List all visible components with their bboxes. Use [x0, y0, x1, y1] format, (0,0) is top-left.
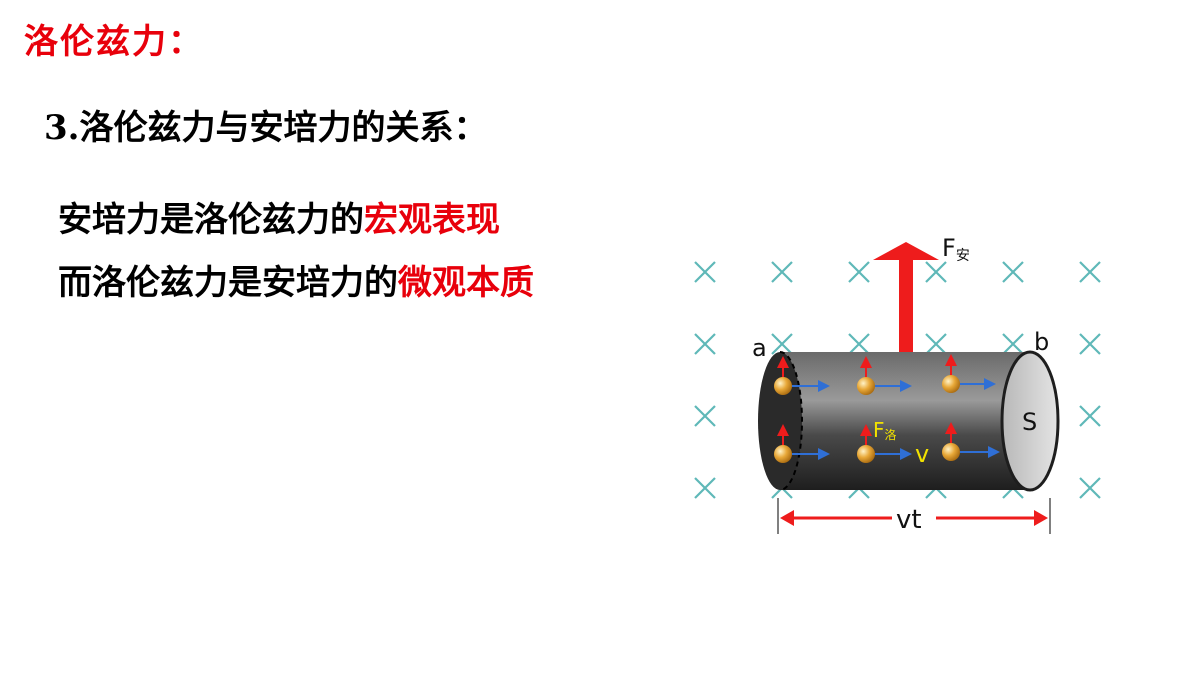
- cross-icon: [694, 477, 716, 499]
- line1-highlight: 宏观表现: [364, 200, 500, 240]
- cross-icon: [1002, 333, 1024, 355]
- conductor-diagram-svg: F安 a b S F洛 v vt: [694, 234, 1101, 535]
- section-heading: 3.洛伦兹力与安培力的关系：: [44, 108, 488, 148]
- body-line-micro: 而洛伦兹力是安培力的微观本质: [58, 255, 534, 304]
- cross-icon: [925, 333, 947, 355]
- cross-section-label: S: [1022, 408, 1037, 436]
- ampere-force-arrow: [873, 242, 939, 352]
- length-label: vt: [896, 505, 922, 535]
- length-arrow: [777, 498, 1051, 534]
- cross-section-face: [1000, 350, 1060, 492]
- lorentz-force-label: F洛: [873, 418, 897, 442]
- charge-particle: [774, 356, 830, 395]
- moving-charges: [774, 354, 1000, 463]
- body-line-macro: 安培力是洛伦兹力的宏观表现: [58, 192, 500, 241]
- cross-icon: [1079, 405, 1101, 427]
- charge-particle: [942, 422, 1000, 461]
- cross-icon: [848, 333, 870, 355]
- cross-icon: [694, 333, 716, 355]
- cross-icon: [771, 261, 793, 283]
- cross-icon: [925, 261, 947, 283]
- cross-icon: [1002, 261, 1024, 283]
- magnetic-field-crosses: [694, 261, 1101, 499]
- charge-particle: [942, 354, 996, 393]
- cross-icon: [848, 261, 870, 283]
- cross-icon: [771, 333, 793, 355]
- line2-prefix: 而洛伦兹力是安培力的: [58, 263, 398, 303]
- line1-prefix: 安培力是洛伦兹力的: [58, 200, 364, 240]
- cross-icon: [1079, 333, 1101, 355]
- cross-icon: [1079, 261, 1101, 283]
- conductor-cylinder: [758, 350, 1060, 492]
- slide-title: 洛伦兹力：: [24, 22, 204, 62]
- velocity-label: v: [915, 440, 929, 468]
- charge-particle: [857, 356, 912, 395]
- end-label-a: a: [752, 334, 767, 362]
- charge-particle: [774, 424, 830, 463]
- cross-icon: [1079, 477, 1101, 499]
- conductor-diagram: F安 a b S F洛 v vt: [680, 228, 1120, 548]
- end-label-b: b: [1034, 328, 1049, 356]
- ampere-force-label: F安: [942, 234, 970, 264]
- cross-icon: [694, 405, 716, 427]
- charge-particle: [857, 424, 912, 463]
- line2-highlight: 微观本质: [398, 263, 534, 303]
- cross-icon: [694, 261, 716, 283]
